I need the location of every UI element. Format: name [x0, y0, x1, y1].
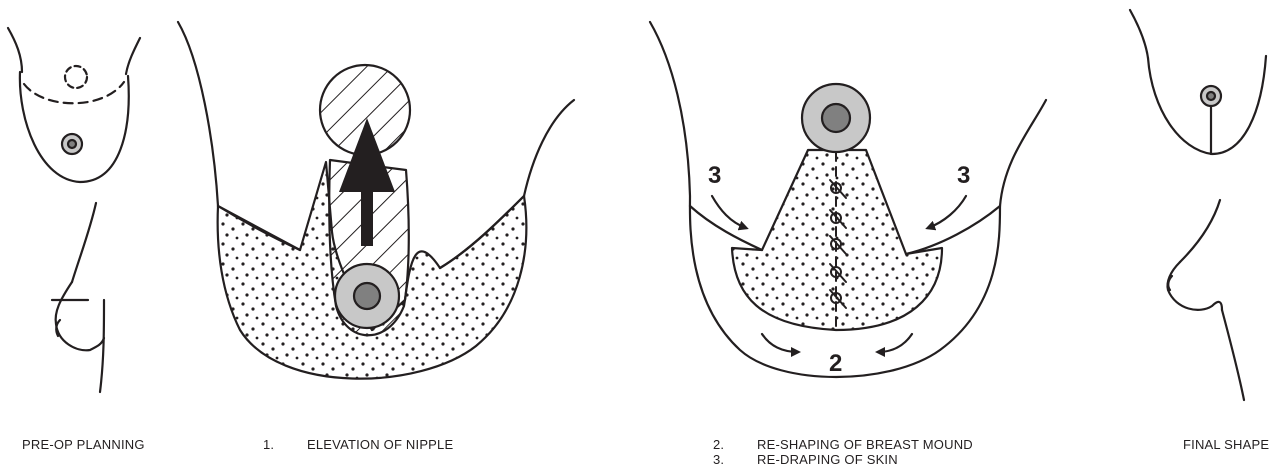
step23-nipple — [822, 104, 850, 132]
step1-nipple — [354, 283, 380, 309]
caption-final: FINAL SHAPE — [1183, 438, 1269, 452]
step3-label: RE-DRAPING OF SKIN — [757, 452, 898, 467]
step23-diagram — [650, 22, 1046, 377]
caption-step3: 3.RE-DRAPING OF SKIN — [713, 453, 898, 467]
preop-side-view — [52, 203, 104, 392]
step1-label: ELEVATION OF NIPPLE — [307, 437, 453, 452]
final-front-view — [1130, 10, 1266, 154]
final-side-view — [1168, 200, 1245, 400]
caption-preop: PRE-OP PLANNING — [22, 438, 145, 452]
step1-number: 1. — [263, 438, 307, 452]
step23-arrow-left-3 — [712, 196, 746, 228]
step3-number: 3. — [713, 453, 757, 467]
step23-label-2: 2 — [829, 350, 842, 377]
step23-arrow-left-2 — [762, 334, 798, 352]
preop-front-view — [8, 28, 140, 182]
step23-label-3-right: 3 — [957, 162, 970, 189]
final-nipple — [1207, 92, 1215, 100]
caption-step2: 2.RE-SHAPING OF BREAST MOUND — [713, 438, 973, 452]
step1-diagram — [178, 22, 574, 379]
step2-number: 2. — [713, 438, 757, 452]
preop-nipple — [68, 140, 76, 148]
step2-label: RE-SHAPING OF BREAST MOUND — [757, 437, 973, 452]
caption-step1: 1.ELEVATION OF NIPPLE — [263, 438, 453, 452]
step23-label-3-left: 3 — [708, 162, 721, 189]
step23-arrow-right-2 — [878, 334, 912, 352]
step23-arrow-right-3 — [928, 196, 966, 228]
